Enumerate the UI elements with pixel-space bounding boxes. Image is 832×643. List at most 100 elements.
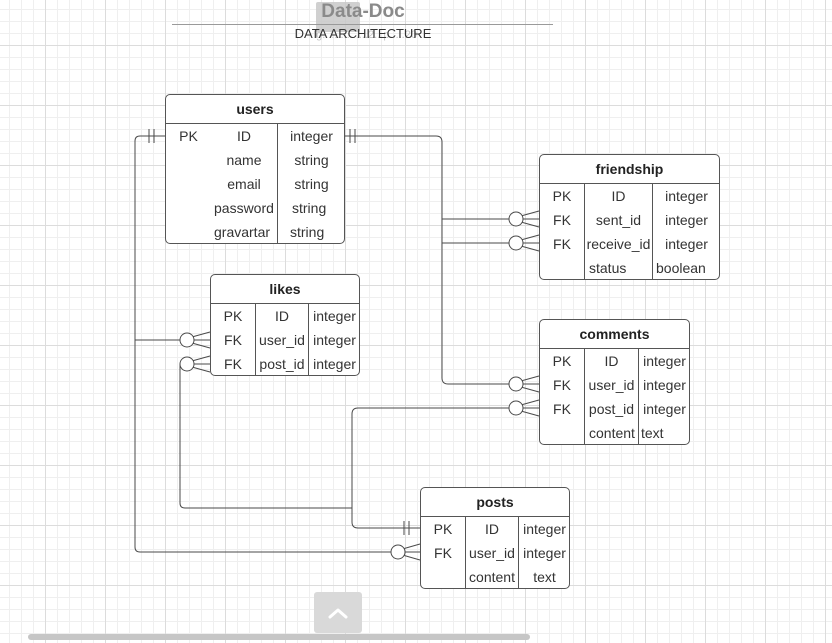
- collapse-panel-button[interactable]: [314, 592, 362, 633]
- field-name-cell: password: [214, 200, 274, 216]
- document-subtitle[interactable]: DATA ARCHITECTURE: [294, 26, 432, 41]
- field-name-cell: sent_id: [595, 212, 642, 228]
- entity-fields: PK ID integer FK user_id integer FK post…: [211, 304, 359, 375]
- key-cell: FK: [553, 236, 571, 252]
- column-divider: [465, 517, 466, 588]
- field-name-cell: user_id: [469, 545, 515, 561]
- column-divider: [255, 304, 256, 375]
- key-cell: FK: [553, 401, 571, 417]
- selection-ghost: [316, 2, 360, 32]
- field-row: FK post_id integer: [211, 352, 359, 375]
- field-row: PK ID integer: [421, 517, 569, 541]
- field-name-cell: ID: [485, 521, 499, 537]
- entity-title: users: [166, 95, 344, 124]
- field-name-cell: ID: [275, 308, 289, 324]
- field-name-cell: user_id: [588, 377, 635, 393]
- field-row: gravartar string: [166, 220, 344, 243]
- field-type-cell: string: [294, 152, 329, 168]
- column-divider: [638, 349, 639, 444]
- chevron-up-icon: [328, 607, 348, 619]
- field-name-cell: content: [469, 569, 515, 585]
- field-type-cell: integer: [665, 236, 708, 252]
- field-type-cell: string: [290, 224, 325, 240]
- connector-users-likes-user[interactable]: [134, 135, 211, 349]
- field-row: email string: [166, 172, 344, 196]
- entity-posts[interactable]: posts PK ID integer FK user_id integer c…: [420, 487, 570, 589]
- field-type-cell: integer: [313, 356, 356, 372]
- field-type-cell: integer: [643, 377, 686, 393]
- document-title[interactable]: Data-Doc: [321, 1, 405, 22]
- connector-users-comments-user[interactable]: [441, 243, 540, 393]
- field-type-cell: string: [294, 176, 329, 192]
- field-name-cell: ID: [237, 128, 251, 144]
- document-title-block: Data-Doc Ig...............2...p.....20 D…: [0, 0, 832, 50]
- column-divider: [518, 517, 519, 588]
- key-cell: FK: [224, 332, 242, 348]
- connector-users-posts-user[interactable]: [134, 340, 421, 561]
- field-row: FK post_id integer: [540, 397, 689, 421]
- key-cell: FK: [553, 212, 571, 228]
- field-type-cell: integer: [523, 521, 566, 537]
- field-type-cell: text: [641, 425, 664, 441]
- column-divider: [308, 304, 309, 375]
- entity-title: friendship: [540, 155, 719, 184]
- entity-fields: PK ID integer FK sent_id integer FK rece…: [540, 184, 719, 279]
- connector-users-friendship-sent[interactable]: [345, 135, 540, 228]
- key-cell: FK: [553, 377, 571, 393]
- field-name-cell: receive_id: [586, 236, 651, 252]
- entity-users[interactable]: users PK ID integer name string email st…: [165, 94, 345, 244]
- ghost-caption: Ig...............2...p.....20: [313, 29, 417, 41]
- key-cell: PK: [223, 308, 243, 324]
- field-row: FK receive_id integer: [540, 232, 719, 256]
- horizontal-scrollbar[interactable]: [28, 634, 530, 640]
- field-row: status boolean: [540, 256, 719, 279]
- field-row: PK ID integer: [211, 304, 359, 328]
- field-type-cell: boolean: [656, 260, 706, 276]
- field-type-cell: integer: [643, 401, 686, 417]
- field-type-cell: text: [533, 569, 556, 585]
- field-row: content text: [540, 421, 689, 444]
- key-cell: PK: [552, 353, 572, 369]
- field-type-cell: integer: [313, 308, 356, 324]
- entity-title: posts: [421, 488, 569, 517]
- entity-fields: PK ID integer name string email string p…: [166, 124, 344, 243]
- field-type-cell: integer: [290, 128, 333, 144]
- entity-title: likes: [211, 275, 359, 304]
- field-type-cell: integer: [665, 212, 708, 228]
- field-name-cell: ID: [604, 353, 619, 369]
- column-divider: [277, 124, 278, 243]
- field-type-cell: integer: [643, 353, 686, 369]
- key-cell: FK: [224, 356, 242, 372]
- key-cell: PK: [433, 521, 453, 537]
- column-divider: [584, 184, 585, 279]
- field-name-cell: ID: [611, 188, 626, 204]
- field-name-cell: gravartar: [214, 224, 271, 240]
- entity-title: comments: [540, 320, 689, 349]
- field-row: FK sent_id integer: [540, 208, 719, 232]
- connector-posts-comments-post[interactable]: [351, 399, 540, 529]
- key-cell: PK: [552, 188, 572, 204]
- key-cell: PK: [179, 128, 198, 144]
- entity-friendship[interactable]: friendship PK ID integer FK sent_id inte…: [539, 154, 720, 280]
- entity-likes[interactable]: likes PK ID integer FK user_id integer F…: [210, 274, 360, 376]
- field-name-cell: status: [589, 260, 627, 276]
- connector-users-friendship-receive[interactable]: [441, 219, 540, 252]
- entity-comments[interactable]: comments PK ID integer FK user_id intege…: [539, 319, 690, 445]
- field-row: FK user_id integer: [540, 373, 689, 397]
- field-row: PK ID integer: [540, 184, 719, 208]
- field-name-cell: email: [227, 176, 261, 192]
- column-divider: [652, 184, 653, 279]
- field-row: PK ID integer: [166, 124, 344, 148]
- field-row: PK ID integer: [540, 349, 689, 373]
- field-name-cell: name: [226, 152, 262, 168]
- title-divider: [172, 24, 553, 25]
- column-divider: [584, 349, 585, 444]
- entity-fields: PK ID integer FK user_id integer FK post…: [540, 349, 689, 444]
- field-type-cell: integer: [523, 545, 566, 561]
- connector-posts-likes-post[interactable]: [179, 355, 352, 509]
- field-type-cell: integer: [313, 332, 356, 348]
- field-name-cell: post_id: [259, 356, 305, 372]
- field-type-cell: integer: [665, 188, 708, 204]
